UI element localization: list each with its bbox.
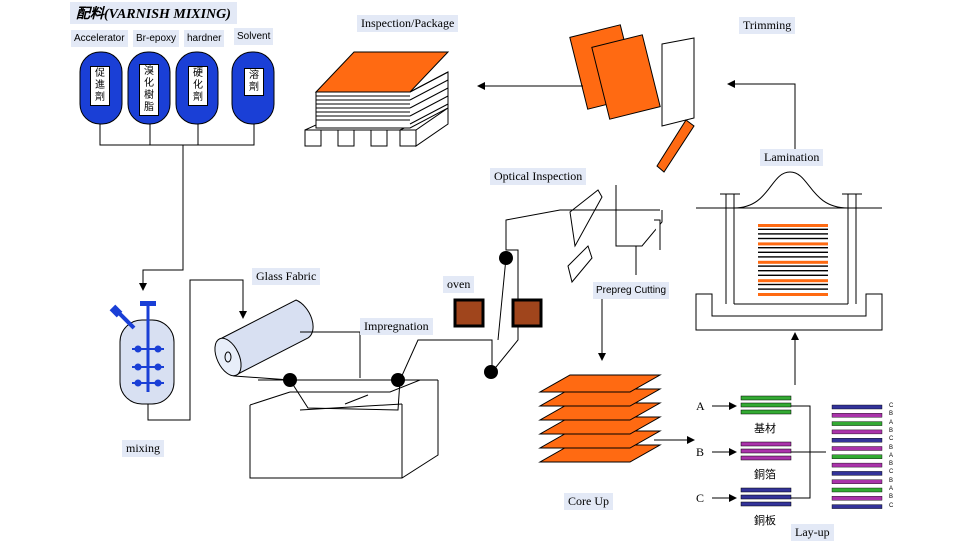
roller: [499, 251, 513, 265]
trimmed-sheet: [591, 34, 661, 120]
tank-text-br-epoxy: 溴化樹脂: [139, 64, 159, 116]
tank-text-accelerator: 促進劑: [90, 66, 110, 106]
layup-layer-letter: B: [889, 494, 894, 501]
stage-label-lamination: Lamination: [760, 149, 824, 166]
page-title: 配料(VARNISH MIXING): [70, 2, 237, 24]
mixer-vessel: [109, 301, 175, 405]
stage-label-core-up: Core Up: [564, 493, 613, 510]
layup-layer: [831, 462, 883, 468]
tank-label-hardner: hardner: [184, 30, 225, 47]
core-up-stack: [538, 374, 662, 463]
layup-layer: [831, 438, 883, 443]
stage-label-layup: Lay-up: [791, 524, 834, 541]
press-sheet: [758, 283, 828, 286]
layup-layer: [831, 454, 883, 459]
stage-label-mixing: mixing: [122, 440, 165, 457]
press-sheet: [758, 270, 828, 272]
stage-label-prepreg-cutting: Prepreg Cutting: [593, 282, 670, 299]
press-sheet: [758, 228, 828, 230]
layup-layer: [831, 496, 883, 501]
layup-inputs: [712, 395, 826, 507]
trimming-blade: [661, 37, 695, 127]
layup-layer: [831, 421, 883, 426]
press-sheet: [758, 265, 828, 267]
layup-layer-letter: C: [889, 469, 894, 476]
oven-1: [453, 298, 485, 328]
layup-layer: [831, 429, 883, 435]
layup-layer-letter: B: [889, 427, 894, 434]
mixer-outlet-pipe: [147, 279, 247, 421]
layup-layer-letter: C: [889, 502, 894, 509]
layup-text-c: 銅板: [754, 514, 776, 527]
tank-label-br-epoxy: Br-epoxy: [133, 30, 180, 47]
stage-label-impregnation: Impregnation: [360, 318, 433, 335]
roller: [484, 365, 498, 379]
press-sheet: [758, 242, 828, 246]
impregnation-tank: [249, 379, 439, 479]
layup-stack: [831, 404, 883, 509]
press-sheet: [758, 233, 828, 235]
layup-layer: [831, 479, 883, 484]
layup-layer-letter: C: [889, 436, 894, 443]
layup-layer-letter: B: [889, 477, 894, 484]
prepreg-strip: [656, 119, 695, 173]
stage-label-inspection-package: Inspection/Package: [357, 15, 459, 32]
flow-arrow: [727, 80, 796, 150]
layup-layer-letter: A: [889, 419, 894, 426]
layup-layer-letter: B: [889, 461, 894, 468]
press-sheet: [758, 251, 828, 253]
tank-label-solvent: Solvent: [234, 28, 274, 45]
tank-text-hardner: 硬化劑: [188, 66, 208, 106]
layup-layer: [831, 487, 883, 493]
layup-layer-letter: A: [889, 486, 894, 492]
layup-letter-b: B: [696, 445, 705, 459]
press-sheet: [758, 288, 828, 290]
press-sheet: [758, 279, 828, 283]
tank-label-accelerator: Accelerator: [71, 30, 128, 47]
layup-layer-letter: B: [889, 411, 894, 418]
press-sheet: [758, 256, 828, 258]
stage-label-optical-inspection: Optical Inspection: [490, 168, 587, 185]
press-sheet: [758, 237, 828, 240]
prepreg-cutter: [560, 185, 663, 284]
press-sheet: [758, 293, 828, 296]
layup-layer-letter: B: [889, 444, 894, 451]
layup-layer: [831, 413, 883, 418]
press-sheet: [758, 260, 828, 264]
layup-text-a: 基材: [754, 422, 776, 435]
press-sheets: [758, 224, 828, 296]
glass-fabric-roll: [214, 299, 314, 377]
layup-letter-c: C: [696, 491, 705, 505]
layup-layer-letter: A: [889, 452, 894, 459]
lamination-press: [695, 171, 883, 331]
stage-label-oven: oven: [443, 276, 475, 293]
layup-layer: [831, 404, 883, 410]
press-sheet: [758, 224, 828, 227]
tank-piping: [99, 124, 255, 291]
stage-label-glass-fabric: Glass Fabric: [252, 268, 321, 285]
tank-text-solvent: 溶劑: [244, 68, 264, 96]
layup-layer: [831, 504, 883, 509]
oven-2: [511, 298, 543, 328]
roller: [391, 373, 405, 387]
roller: [283, 373, 297, 387]
press-sheet: [758, 274, 828, 276]
layup-layer: [831, 446, 883, 451]
press-sheet: [758, 247, 828, 249]
layup-letter-a: A: [696, 399, 705, 413]
layup-text-b: 銅箔: [754, 468, 776, 481]
layup-layer-letter: C: [889, 403, 894, 409]
layup-layer: [831, 471, 883, 476]
inspection-package-stack: [304, 51, 450, 147]
stage-label-trimming: Trimming: [739, 17, 796, 34]
